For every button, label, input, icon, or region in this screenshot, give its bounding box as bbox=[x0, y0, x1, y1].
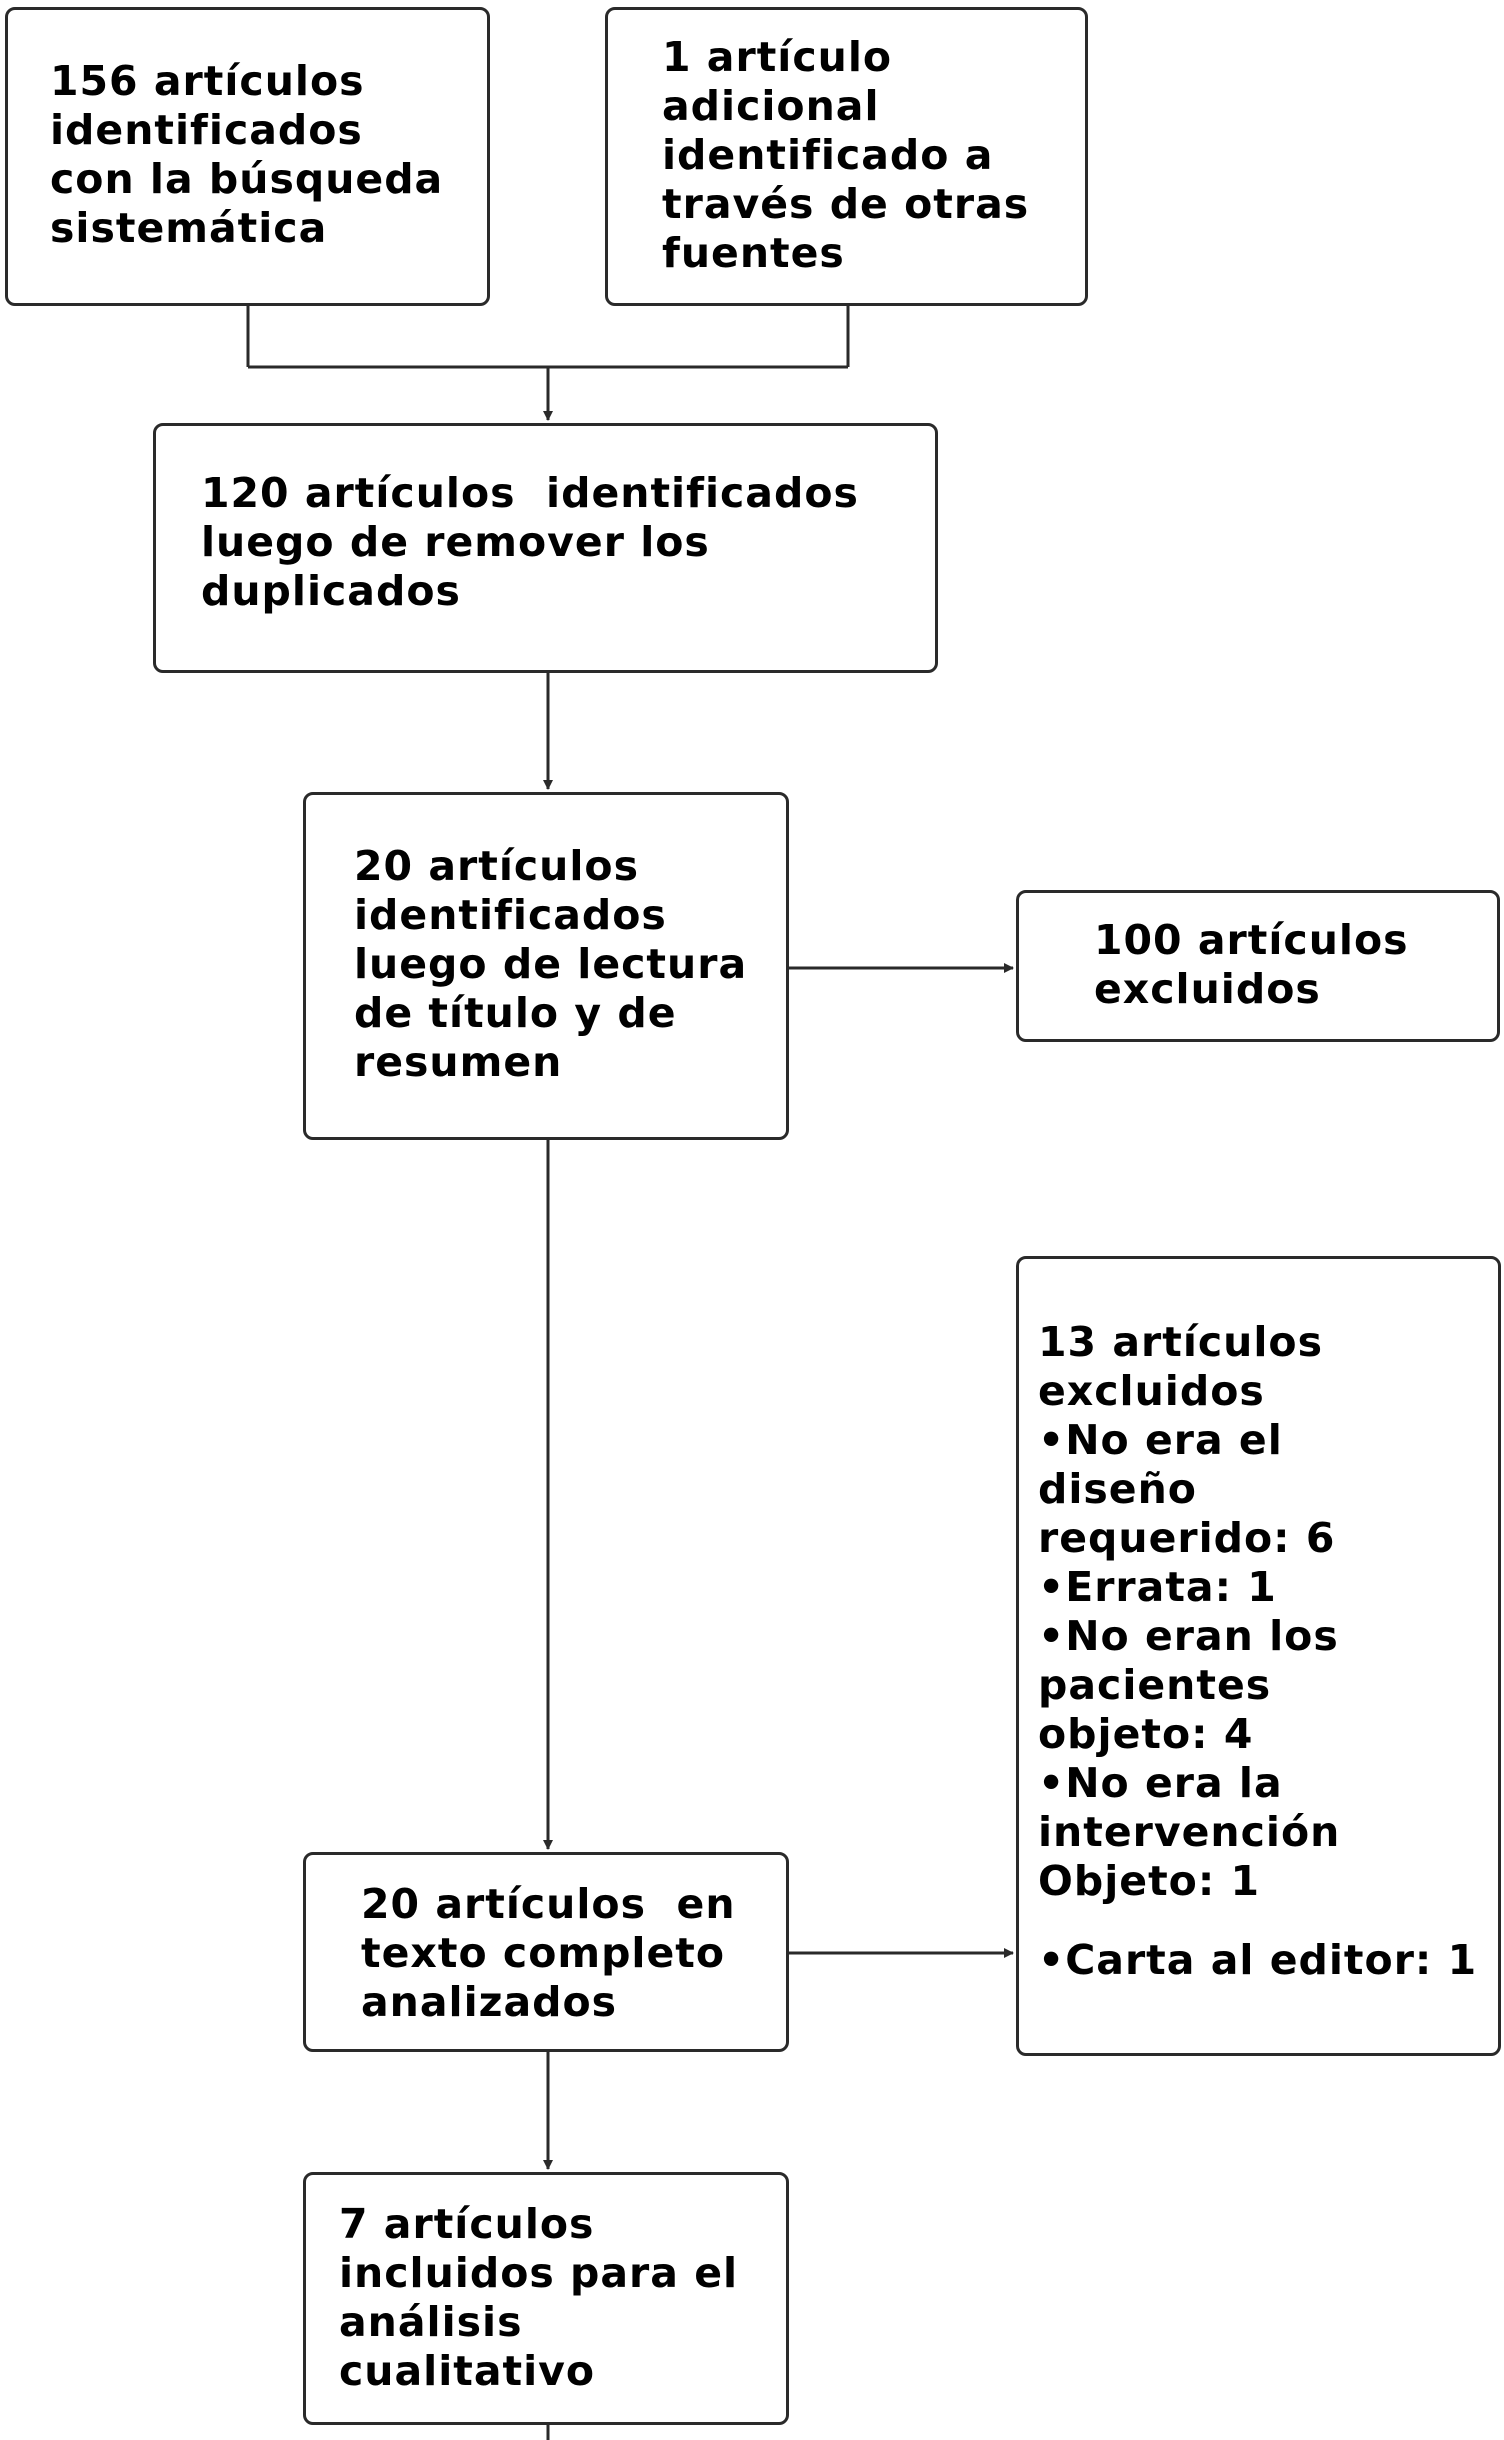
box-text-line: luego de remover los bbox=[201, 518, 710, 566]
box-text-line: de título y de bbox=[354, 989, 677, 1037]
exclusion-reason: objeto: 4 bbox=[1038, 1710, 1254, 1758]
box-text-line: través de otras bbox=[662, 180, 1030, 228]
box-identified-search: 156 artículos identificados con la búsqu… bbox=[5, 7, 490, 306]
box-text-line: análisis bbox=[339, 2298, 523, 2346]
spacer bbox=[1038, 1906, 1498, 1936]
box-text-line: analizados bbox=[361, 1978, 618, 2026]
box-text-line: 20 artículos en bbox=[361, 1880, 736, 1928]
box-text-line: incluidos para el bbox=[339, 2249, 739, 2297]
box-text-line: identificados bbox=[50, 106, 363, 154]
box-text-line: 7 artículos bbox=[339, 2200, 595, 2248]
box-other-sources: 1 artículo adicional identificado a trav… bbox=[605, 7, 1088, 306]
box-text-line: excluidos bbox=[1094, 965, 1321, 1013]
exclusion-reason: •No eran los bbox=[1038, 1612, 1339, 1660]
box-fulltext-analyzed: 20 artículos en texto completo analizado… bbox=[303, 1852, 789, 2052]
box-excluded-fulltext: 13 artículos excluidos •No era el diseño… bbox=[1016, 1256, 1501, 2056]
exclusion-reason: requerido: 6 bbox=[1038, 1514, 1336, 1562]
box-text-line: 100 artículos bbox=[1094, 916, 1409, 964]
exclusion-reason: •Errata: 1 bbox=[1038, 1563, 1277, 1611]
box-text-line: 156 artículos bbox=[50, 57, 365, 105]
box-text-line: texto completo bbox=[361, 1929, 726, 1977]
box-text-line: 20 artículos bbox=[354, 842, 639, 890]
exclusion-reason: pacientes bbox=[1038, 1661, 1272, 1709]
box-screened-title-abstract: 20 artículos identificados luego de lect… bbox=[303, 792, 789, 1140]
box-text-line: resumen bbox=[354, 1038, 563, 1086]
box-text-line: duplicados bbox=[201, 567, 461, 615]
box-text-line: identificados bbox=[354, 891, 667, 939]
exclusion-reason: diseño bbox=[1038, 1465, 1197, 1513]
box-text-line: fuentes bbox=[662, 229, 845, 277]
exclusion-reason: •No era el bbox=[1038, 1416, 1283, 1464]
box-text-line: cualitativo bbox=[339, 2347, 596, 2395]
exclusion-reason: intervención bbox=[1038, 1808, 1341, 1856]
box-text-line: adicional bbox=[662, 82, 880, 130]
box-excluded-screening: 100 artículos excluidos bbox=[1016, 890, 1500, 1042]
exclusion-reason: •Carta al editor: 1 bbox=[1038, 1936, 1478, 1984]
box-text-line: luego de lectura bbox=[354, 940, 748, 988]
box-text-line: con la búsqueda bbox=[50, 155, 444, 203]
exclusion-reason: Objeto: 1 bbox=[1038, 1857, 1261, 1905]
box-text-line: 120 artículos identificados bbox=[201, 469, 859, 517]
box-deduplicated: 120 artículos identificados luego de rem… bbox=[153, 423, 938, 673]
box-text-line: identificado a bbox=[662, 131, 994, 179]
box-text-line: 1 artículo bbox=[662, 33, 893, 81]
box-text-line: sistemática bbox=[50, 204, 328, 252]
box-text-line: excluidos bbox=[1038, 1367, 1265, 1415]
exclusion-reason: •No era la bbox=[1038, 1759, 1283, 1807]
box-text-line: 13 artículos bbox=[1038, 1318, 1323, 1366]
box-included-qualitative: 7 artículos incluidos para el análisis c… bbox=[303, 2172, 789, 2425]
